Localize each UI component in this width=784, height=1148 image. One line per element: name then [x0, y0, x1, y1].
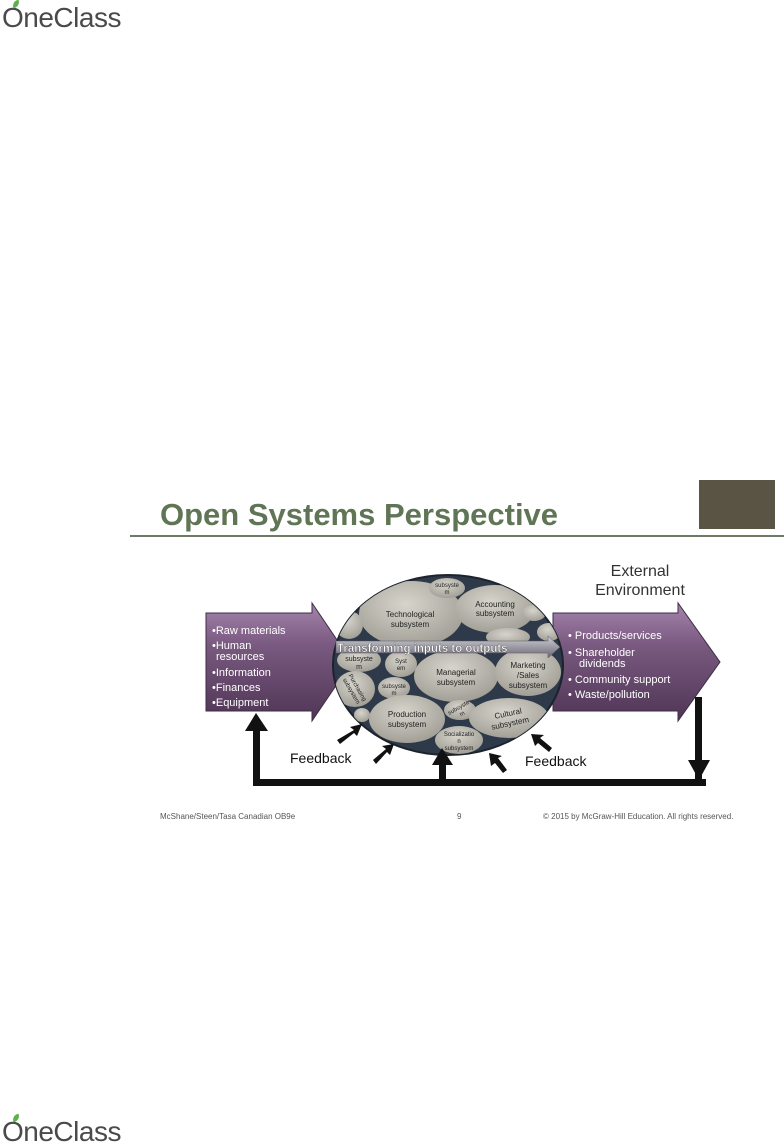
socialization-bubble	[435, 726, 483, 754]
feedback-down-arrowhead	[688, 760, 710, 780]
feedback-arrow-left-2	[373, 744, 394, 764]
input-resources: resources	[216, 651, 265, 663]
feedback-center-line	[439, 762, 446, 784]
lower-small-bubble	[444, 700, 476, 720]
input-finances: •Finances	[212, 682, 261, 694]
feedback-label-right: Feedback	[525, 753, 587, 769]
feedback-right-line	[695, 697, 702, 783]
input-information: •Information	[212, 667, 271, 679]
input-equipment: •Equipment	[212, 697, 268, 709]
footer-page-number: 9	[457, 812, 462, 821]
feedback-up-arrowhead	[245, 713, 268, 731]
feedback-arrow-right-1	[531, 734, 552, 752]
feedback-arrow-right-2	[489, 753, 507, 773]
footer-copyright: © 2015 by McGraw-Hill Education. All rig…	[543, 812, 734, 821]
footer-authors: McShane/Steen/Tasa Canadian OB9e	[160, 812, 296, 821]
top-small-bubble	[429, 578, 465, 598]
left-small-bubble	[337, 648, 381, 672]
feedback-arrow-left-1	[337, 724, 362, 744]
production-bubble	[369, 695, 445, 743]
input-human: •Human	[212, 640, 251, 652]
transform-band	[335, 635, 561, 659]
oneclass-logo-top: OneClass	[2, 0, 121, 34]
title-divider	[130, 535, 784, 537]
outputs-list: • Products/services • Shareholder divide…	[568, 630, 670, 701]
transform-label: Transforming inputs to outputs	[337, 643, 508, 655]
accounting-bubble	[455, 585, 535, 633]
feedback-loop	[245, 697, 710, 786]
marketing-bubble	[495, 648, 561, 696]
oneclass-logo-bottom: OneClass	[2, 1113, 121, 1148]
logo-text: OneClass	[2, 2, 121, 33]
feedback-bottom-line	[253, 779, 706, 786]
cultural-bubble	[469, 698, 549, 738]
output-products: • Products/services	[568, 630, 662, 642]
technological-bubble	[359, 581, 463, 647]
output-arrow	[552, 601, 721, 723]
syst-bubble	[385, 651, 417, 677]
purchasing-bubble	[335, 671, 375, 707]
environment-line-2: Environment	[595, 582, 685, 599]
slide-title: Open Systems Perspective	[160, 497, 559, 532]
center-small-bubble	[378, 677, 410, 699]
managerial-bubble	[414, 650, 498, 702]
feedback-left-line	[253, 728, 260, 784]
output-shareholder: • Shareholder	[568, 647, 635, 659]
external-environment-label: External Environment	[595, 563, 685, 599]
input-arrow	[205, 601, 353, 723]
output-community: • Community support	[568, 674, 670, 686]
input-raw-materials: •Raw materials	[212, 625, 286, 637]
feedback-label-left: Feedback	[290, 750, 352, 766]
feedback-center-arrowhead	[432, 748, 453, 765]
environment-line-1: External	[611, 563, 670, 580]
output-waste: • Waste/pollution	[568, 689, 650, 701]
title-accent-box	[699, 480, 775, 529]
output-dividends: dividends	[579, 658, 626, 670]
mini-bubble-5	[354, 708, 370, 722]
logo-text: OneClass	[2, 1116, 121, 1147]
inputs-list: •Raw materials •Human resources •Informa…	[212, 625, 286, 709]
